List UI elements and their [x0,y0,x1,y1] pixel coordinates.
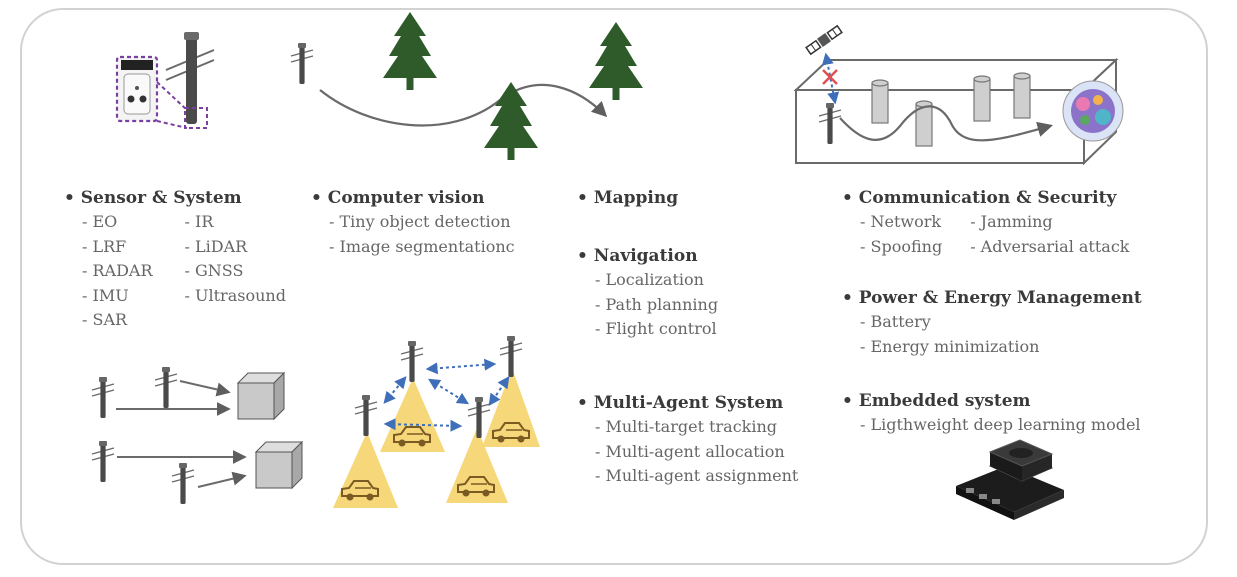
list-item: - Multi-target tracking [595,417,778,436]
list-item: - Energy minimization [860,336,1040,356]
list-item: - LRF [82,236,127,256]
drone-icon [154,366,178,409]
list-item: - Spoofing [860,236,943,256]
blocked-signal-icon [822,69,838,85]
power-section: • Power & Energy Management - Battery - … [842,286,1142,359]
list-item: - Multi-agent assignment [595,466,799,485]
comm-section: • Communication & Security - Network - S… [842,186,1129,259]
list-item: - Battery [860,312,931,331]
list-item: - Jamming [970,212,1053,231]
list-item: - Ligthweight deep learning model [860,415,1141,434]
list-item: - Image segmentationc [329,236,515,256]
list-item: - LiDAR [184,236,248,256]
drone-icon [400,340,424,383]
power-title: • Power & Energy Management [842,288,1142,308]
comm-col-1: - Network - Spoofing [860,210,942,259]
multiagent-title: • Multi-Agent System [577,393,784,413]
drone-icon [171,462,195,505]
list-item: - Flight control [595,319,717,338]
list-item: - Adversarial attack [970,236,1130,256]
drone-icon [467,396,491,439]
list-item: - Ultrasound [184,285,286,305]
sensor-col-2: - IR - LiDAR - GNSS - Ultrasound [185,210,286,333]
comm-col-2: - Jamming - Adversarial attack [970,210,1129,259]
tree-icon [484,82,538,160]
drone-icon [91,440,115,483]
drone-icon [499,335,523,378]
sensor-module-icon [115,55,188,129]
embedded-section: • Embedded system - Ligthweight deep lea… [842,389,1141,438]
drone-icon [818,102,842,145]
tree-icon [383,12,437,90]
list-item: - Multi-agent allocation [595,441,785,461]
list-item: - IR [184,212,214,231]
sensor-col-1: - EO - LRF - RADAR - IMU - SAR [82,210,153,333]
list-item: - IMU [82,285,129,305]
navigation-title: • Navigation [577,246,698,266]
sensor-title: • Sensor & System [64,188,242,208]
list-item: - Tiny object detection [329,212,511,231]
multiagent-section: • Multi-Agent System - Multi-target trac… [577,391,798,489]
drone-icon [165,32,215,129]
mapping-section: • Mapping [577,186,678,210]
embedded-title: • Embedded system [842,391,1031,411]
robot-target-icon [1062,80,1124,142]
cube-icon [237,372,285,420]
drone-icon [290,42,314,85]
navigation-section: • Navigation - Localization - Path plann… [577,244,718,342]
satellite-icon [805,24,843,56]
list-item: - RADAR [82,261,153,280]
list-item: - Path planning [595,294,719,314]
vision-section: • Computer vision - Tiny object detectio… [311,186,515,259]
jetson-board-icon [956,439,1064,520]
list-item: - GNSS [184,261,244,280]
cube-icon [255,441,303,489]
tree-icon [589,22,643,100]
vision-title: • Computer vision [311,188,485,208]
list-item: - SAR [82,310,128,329]
drone-icon [354,394,378,437]
list-item: - Localization [595,270,704,289]
mapping-title: • Mapping [577,188,679,208]
sensor-section: • Sensor & System - EO - LRF - RADAR - I… [64,186,286,333]
list-item: - EO [82,212,118,231]
drone-icon [91,376,115,419]
comm-title: • Communication & Security [842,188,1117,208]
list-item: - Network [860,212,942,231]
